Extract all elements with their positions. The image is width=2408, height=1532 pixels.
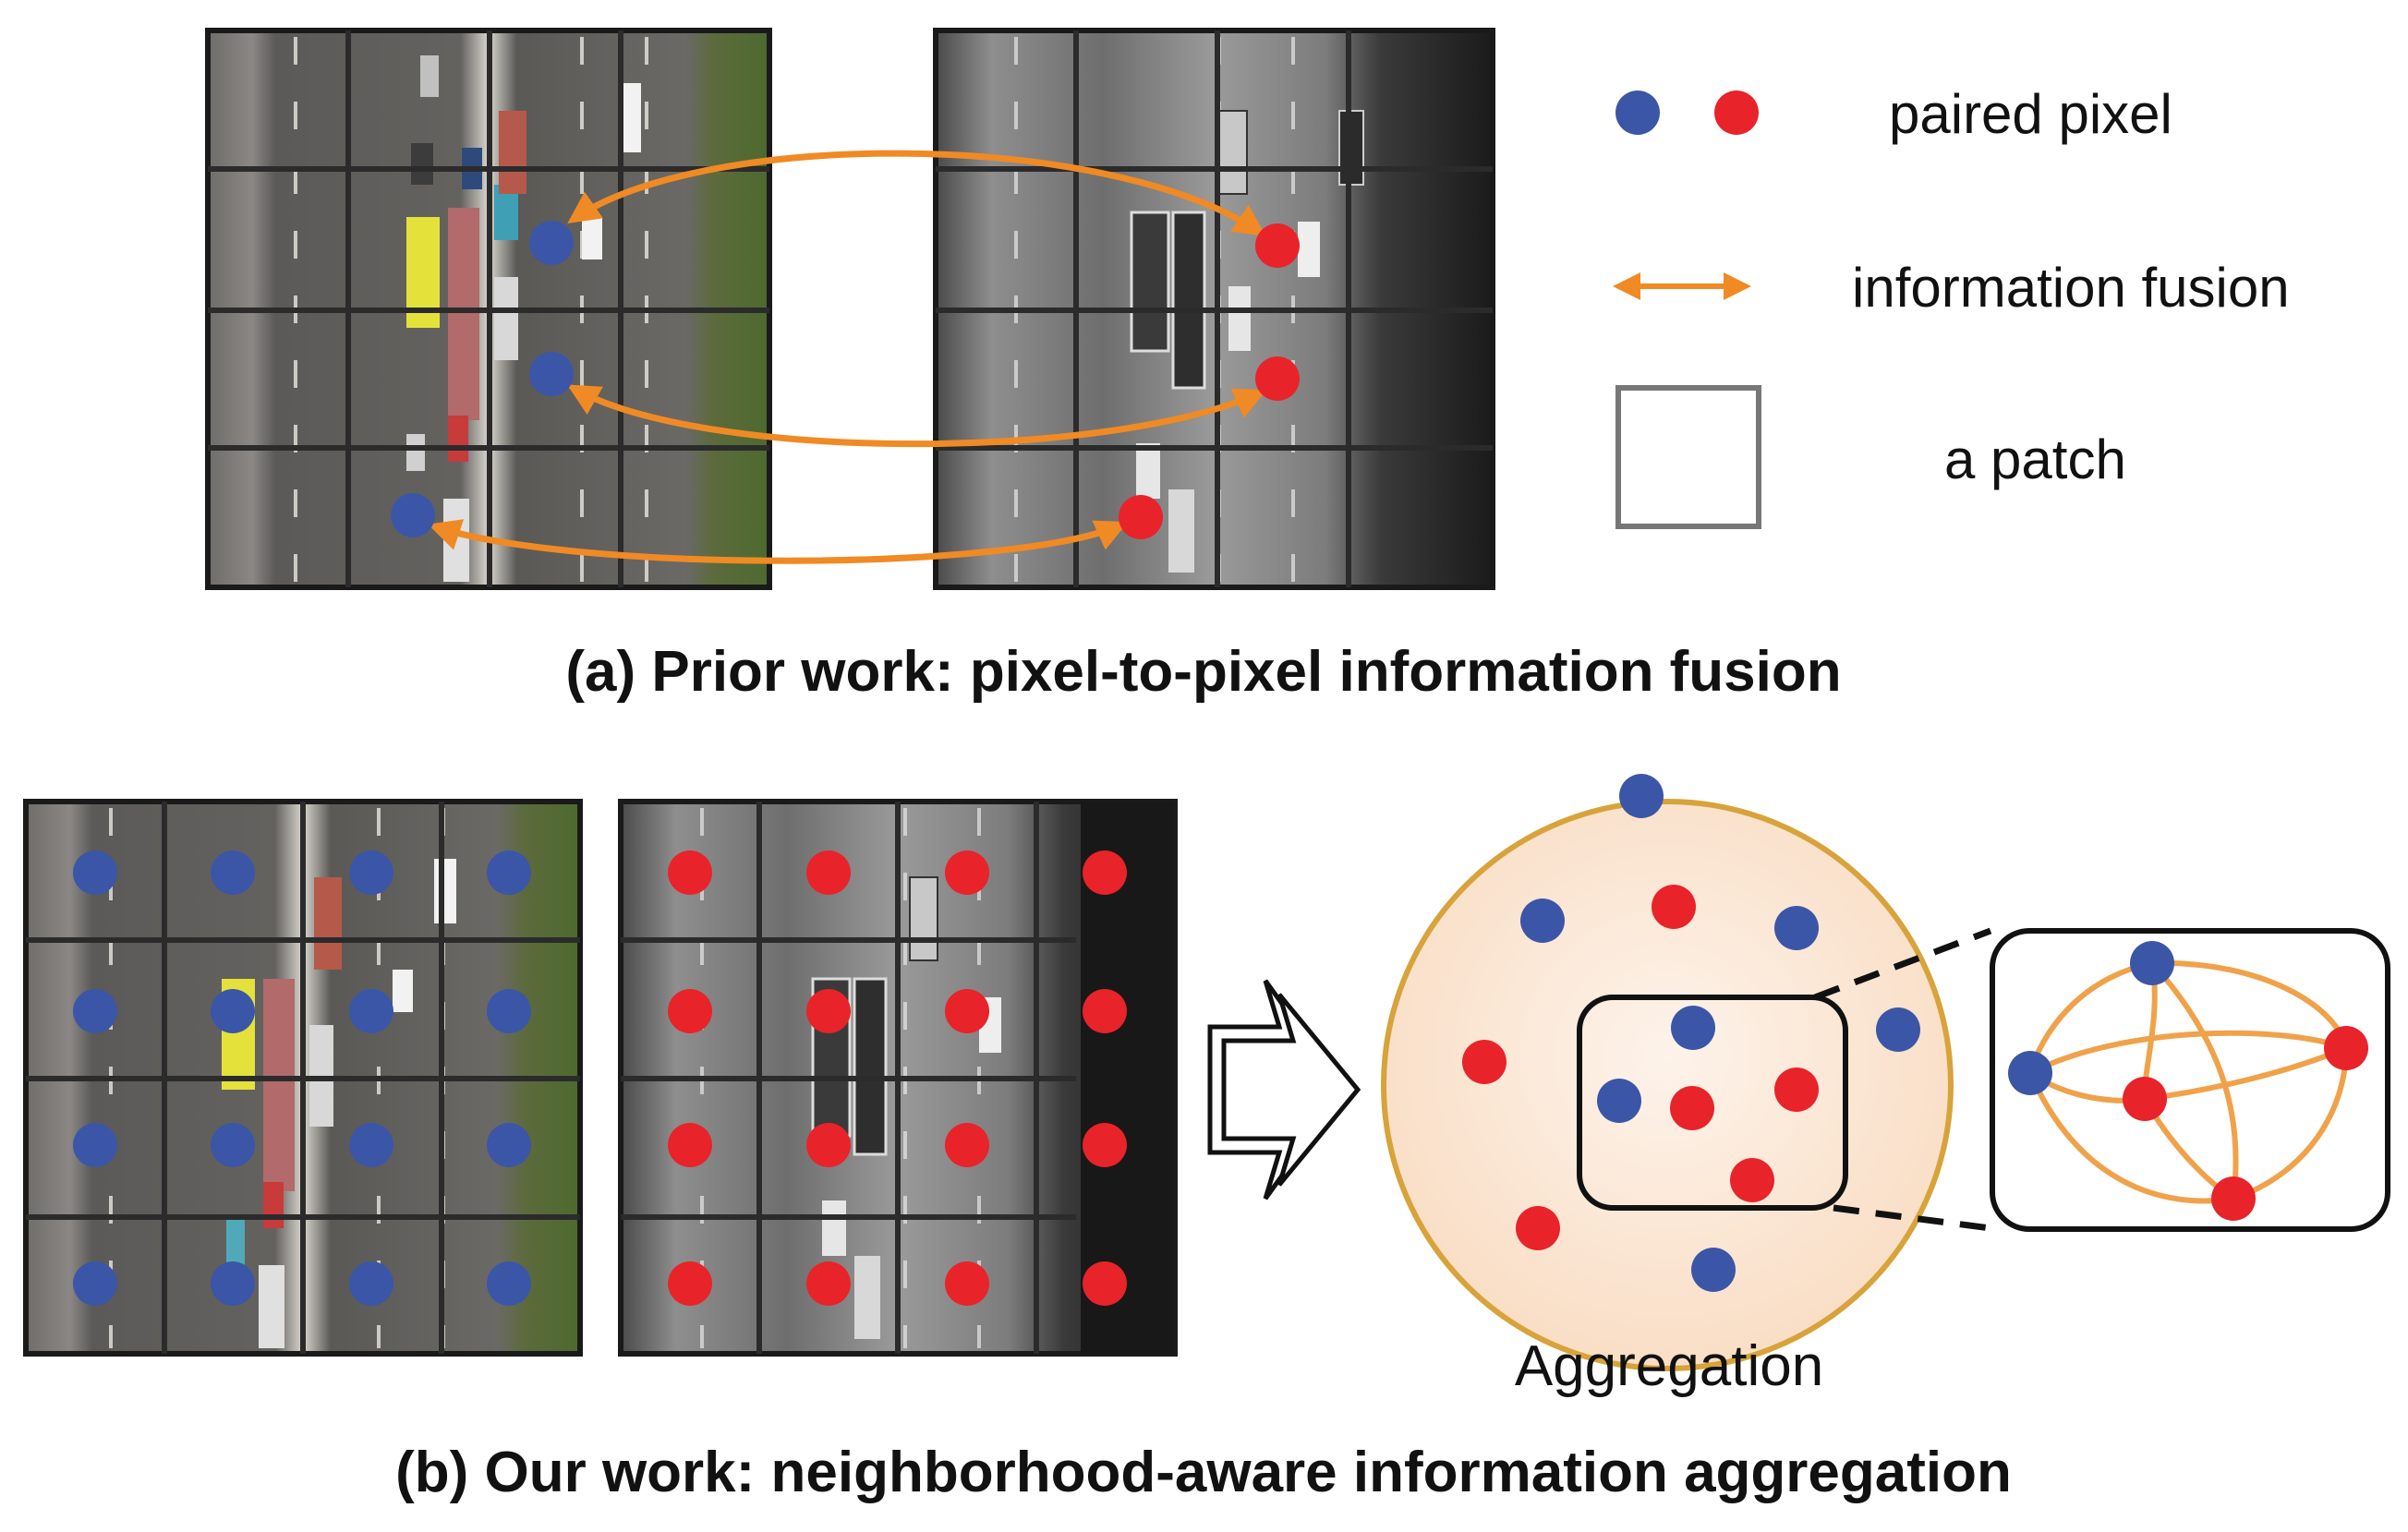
ir-pixel-2-1 [806, 1123, 851, 1167]
rgb-pixel-1-3 [487, 989, 531, 1033]
ir-pixel-2-3 [1083, 1123, 1127, 1167]
legend-patch-square [1615, 385, 1761, 529]
ir-pixel-1-1 [806, 989, 851, 1033]
rgb-pixel-0-1 [211, 850, 255, 895]
aggregation-label: Aggregation [1515, 1334, 1823, 1398]
rgb-pixel-1-0 [73, 989, 117, 1033]
rgb-pixel-2-2 [349, 1123, 393, 1167]
zoom-connector-lines [1813, 927, 1992, 1232]
caption-a: (a) Prior work: pixel-to-pixel informati… [565, 640, 1841, 704]
ir-pixel-1-2 [945, 989, 989, 1033]
ir-pixel-3-0 [668, 1261, 712, 1306]
patch-grid-b-ir [621, 802, 1076, 1354]
ir-pixel-1-3 [1083, 989, 1127, 1033]
rgb-image-a [205, 28, 772, 590]
ir-pixel-0-1 [806, 850, 851, 895]
neighborhood-graph [1990, 928, 2390, 1232]
rgb-pixel-2-1 [211, 1123, 255, 1167]
ir-pixel-3-2 [945, 1261, 989, 1306]
rgb-pixel-2-0 [73, 1123, 117, 1167]
ir-pixel-3-1 [806, 1261, 851, 1306]
vehicles-b [222, 859, 456, 1348]
ir-patch-pixels [668, 850, 1127, 1306]
legend-red-dot [1714, 90, 1759, 135]
neighborhood-patch [1577, 995, 1848, 1211]
ir-pixel-2-0 [668, 1123, 712, 1167]
legend-paired-pixel: paired pixel [1889, 83, 2172, 145]
rgb-pixel-0-0 [73, 850, 117, 895]
paired-pixels-a [391, 221, 1300, 539]
legend-blue-dot [1615, 90, 1660, 135]
caption-b: (b) Our work: neighborhood-aware informa… [395, 1441, 2012, 1504]
legend-a-patch: a patch [1944, 428, 2126, 490]
infrared-image-b [618, 799, 1178, 1357]
rgb-pixel-1-2 [349, 989, 393, 1033]
patch-grid-a-ir [936, 30, 1493, 587]
rgb-image-b [23, 799, 583, 1357]
patch-grid-a-rgb [208, 30, 769, 587]
rgb-pixel-0-3 [487, 850, 531, 895]
information-fusion-arrows [428, 150, 1267, 564]
rgb-pixel-3-1 [211, 1261, 255, 1306]
legend: paired pixel information fusion a patch [1613, 83, 2290, 529]
ir-pixel-2-2 [945, 1123, 989, 1167]
graph-nodes [2008, 941, 2368, 1221]
ir-pixel-0-0 [668, 850, 712, 895]
rgb-pixel-1-1 [211, 989, 255, 1033]
ir-pixel-0-3 [1083, 850, 1127, 895]
vehicles-ir [1130, 110, 1364, 573]
ir-pixel-3-3 [1083, 1261, 1127, 1306]
rgb-pixel-0-2 [349, 850, 393, 895]
ir-pixel-1-0 [668, 989, 712, 1033]
rgb-patch-pixels [73, 850, 531, 1306]
legend-information-fusion: information fusion [1852, 257, 2290, 319]
aggregation-region: Aggregation [1381, 774, 1954, 1398]
rgb-pixel-3-3 [487, 1261, 531, 1306]
aggregation-pixels [1462, 774, 1920, 1292]
patch-grid-b-rgb [26, 802, 580, 1354]
rgb-pixel-2-3 [487, 1123, 531, 1167]
ir-pixel-0-2 [945, 850, 989, 895]
infrared-image-a [933, 28, 1495, 590]
rgb-pixel-3-0 [73, 1261, 117, 1306]
double-outline-arrow-icon [1207, 979, 1361, 1200]
rgb-pixel-3-2 [349, 1261, 393, 1306]
